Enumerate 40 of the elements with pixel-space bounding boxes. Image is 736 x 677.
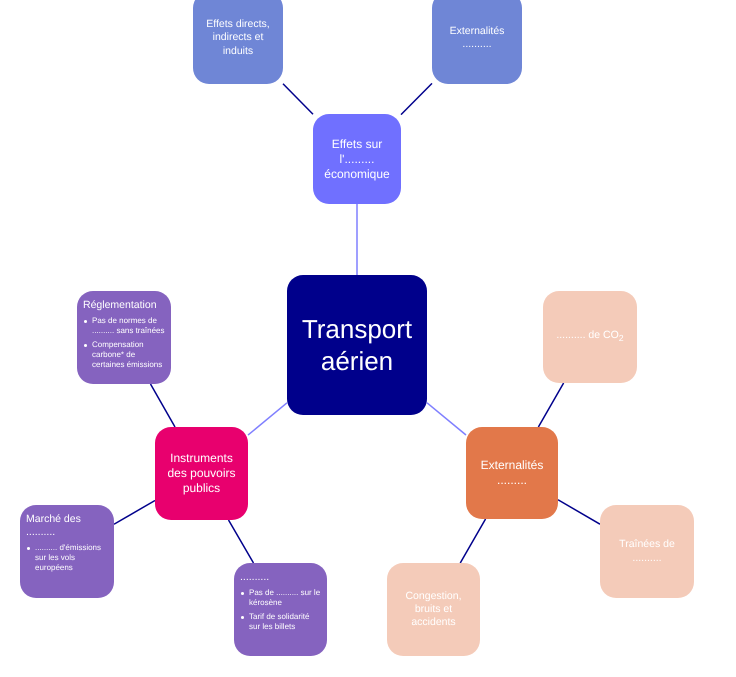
box-heading: Marché des .......... [26,513,82,540]
topic-box [466,427,558,519]
connector-line [538,382,564,428]
box-heading: Réglementation [83,299,158,312]
box-label: Congestion, bruits et accidents [404,590,463,630]
bullet-item: Pas de .......... sur le kérosène [240,588,321,608]
topic-box [387,563,480,656]
connector-line [282,83,314,115]
box-label: Effets directs, indirects et induits [205,18,271,58]
topic-box [77,291,171,384]
connector-line [426,402,466,436]
topic-box [432,0,522,84]
box-label: .......... de CO$_{2}$ [556,329,624,345]
topic-box [193,0,283,84]
box-label: Transport aérien [300,312,414,378]
connector-line [356,204,358,275]
topic-box [234,563,327,656]
box-label: Externalités ......... [480,458,544,488]
box-label: Effets sur l'......... économique [323,136,391,182]
topic-box [313,114,401,204]
connector-line [400,82,433,116]
connector-line [114,500,156,525]
bullet-item: .......... d'émissions sur les vols européens [26,543,108,574]
box-label: Instruments des pouvoirs publics [166,451,237,496]
topic-box [155,427,248,520]
central-topic-box [287,275,427,415]
bullet-item: Pas de normes de .......... sans traînées [83,316,165,336]
topic-box [543,291,637,383]
box-heading: .......... [240,571,270,584]
connector-line [248,402,288,436]
bullet-item: Compensation carbone* de certaines émissions [83,340,165,370]
topic-box [600,505,694,598]
connector-line [460,518,486,564]
box-label: Traînées de .......... [618,538,676,565]
bullet-item: Tarif de solidarité sur les billets [240,612,321,632]
connector-line [228,520,254,564]
topic-box [20,505,114,598]
connector-line [558,499,600,525]
box-label: Externalités .......... [448,24,506,52]
connector-line [150,384,176,428]
